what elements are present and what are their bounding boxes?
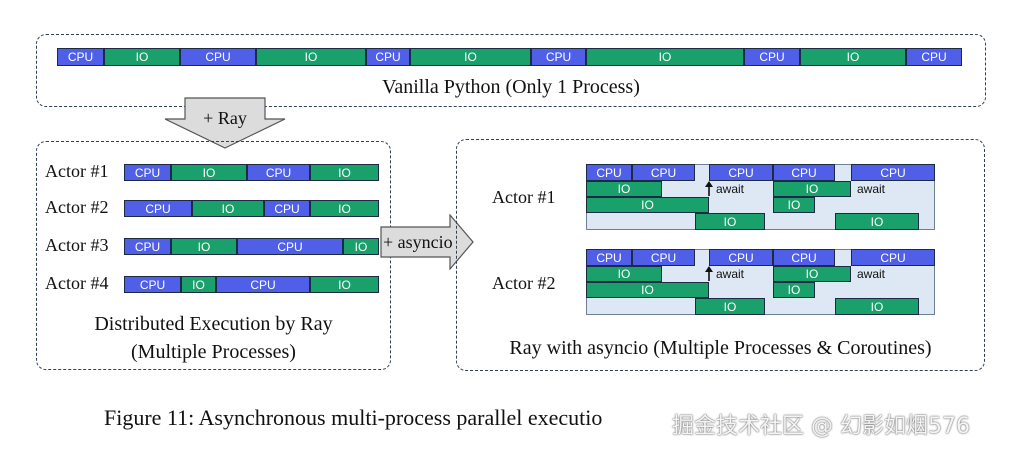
coroutine-seg-io: IO [773,181,851,197]
ray-arrow-label: + Ray [203,108,247,128]
coroutine-seg-cpu: CPU [709,164,773,181]
actor-label: Actor #4 [45,273,109,293]
coroutine-seg-io: IO [586,282,709,298]
coroutine-seg-io: IO [695,298,765,315]
actor-seg-io: IO [192,200,264,217]
actor-seg-io: IO [171,164,247,181]
await-up-arrow-icon [705,266,713,281]
actor-label: Actor #1 [45,161,109,181]
coroutine-seg-io: IO [773,282,815,298]
actor-label: Actor #2 [492,273,556,293]
actor-label: Actor #3 [45,235,109,255]
vanilla-seg-io: IO [256,48,366,66]
figure-caption: Figure 11: Asynchronous multi-process pa… [104,405,603,430]
vanilla-seg-io: IO [410,48,531,66]
asyncio-right-arrow [380,214,474,270]
coroutine-seg-cpu: CPU [773,249,835,266]
vanilla-python-panel [36,34,986,107]
actor-seg-cpu: CPU [124,276,181,293]
coroutine-seg-cpu: CPU [632,164,695,181]
coroutine-seg-io: IO [773,266,851,282]
distributed-caption-line2: (Multiple Processes) [131,341,296,363]
vanilla-seg-cpu: CPU [906,48,962,66]
await-label: await [857,267,886,281]
coroutine-seg-io: IO [586,181,662,197]
actor-seg-io: IO [310,164,379,181]
vanilla-seg-io: IO [800,48,906,66]
asyncio-panel [456,139,985,371]
asyncio-caption: Ray with asyncio (Multiple Processes & C… [509,337,932,359]
vanilla-seg-cpu: CPU [531,48,586,66]
vanilla-seg-cpu: CPU [744,48,800,66]
await-label: await [857,182,886,196]
await-label: await [716,182,745,196]
coroutine-seg-io: IO [695,213,765,230]
vanilla-caption: Vanilla Python (Only 1 Process) [382,76,640,98]
coroutine-seg-io: IO [835,298,919,315]
coroutine-seg-cpu: CPU [632,249,695,266]
coroutine-seg-io: IO [773,197,815,213]
actor-label: Actor #2 [45,197,109,217]
actor-seg-io: IO [310,276,379,293]
vanilla-seg-cpu: CPU [57,48,104,66]
actor-seg-cpu: CPU [124,238,171,255]
actor-seg-io: IO [171,238,237,255]
actor-seg-cpu: CPU [264,200,310,217]
coroutine-seg-cpu: CPU [709,249,773,266]
vanilla-seg-io: IO [586,48,744,66]
await-up-arrow-icon [705,181,713,196]
vanilla-seg-io: IO [104,48,180,66]
distributed-caption-line1: Distributed Execution by Ray [94,313,333,335]
coroutine-seg-cpu: CPU [773,164,835,181]
vanilla-seg-cpu: CPU [366,48,410,66]
vanilla-seg-cpu: CPU [180,48,256,66]
coroutine-seg-io: IO [586,197,709,213]
coroutine-seg-io: IO [835,213,919,230]
actor-seg-io: IO [310,200,379,217]
asyncio-arrow-label: + asyncio [383,232,453,252]
watermark: 掘金技术社区 @ 幻影如烟576 [672,414,970,439]
actor-seg-cpu: CPU [237,238,343,255]
actor-seg-cpu: CPU [124,200,192,217]
actor-seg-io: IO [181,276,216,293]
actor-seg-io: IO [343,238,379,255]
actor-seg-cpu: CPU [216,276,310,293]
coroutine-seg-cpu: CPU [586,249,632,266]
coroutine-seg-io: IO [586,266,662,282]
await-label: await [716,267,745,281]
actor-label: Actor #1 [492,187,556,207]
actor-seg-cpu: CPU [124,164,171,181]
actor-seg-cpu: CPU [247,164,310,181]
coroutine-seg-cpu: CPU [851,164,935,181]
coroutine-seg-cpu: CPU [851,249,935,266]
coroutine-seg-cpu: CPU [586,164,632,181]
ray-down-arrow [164,97,286,149]
